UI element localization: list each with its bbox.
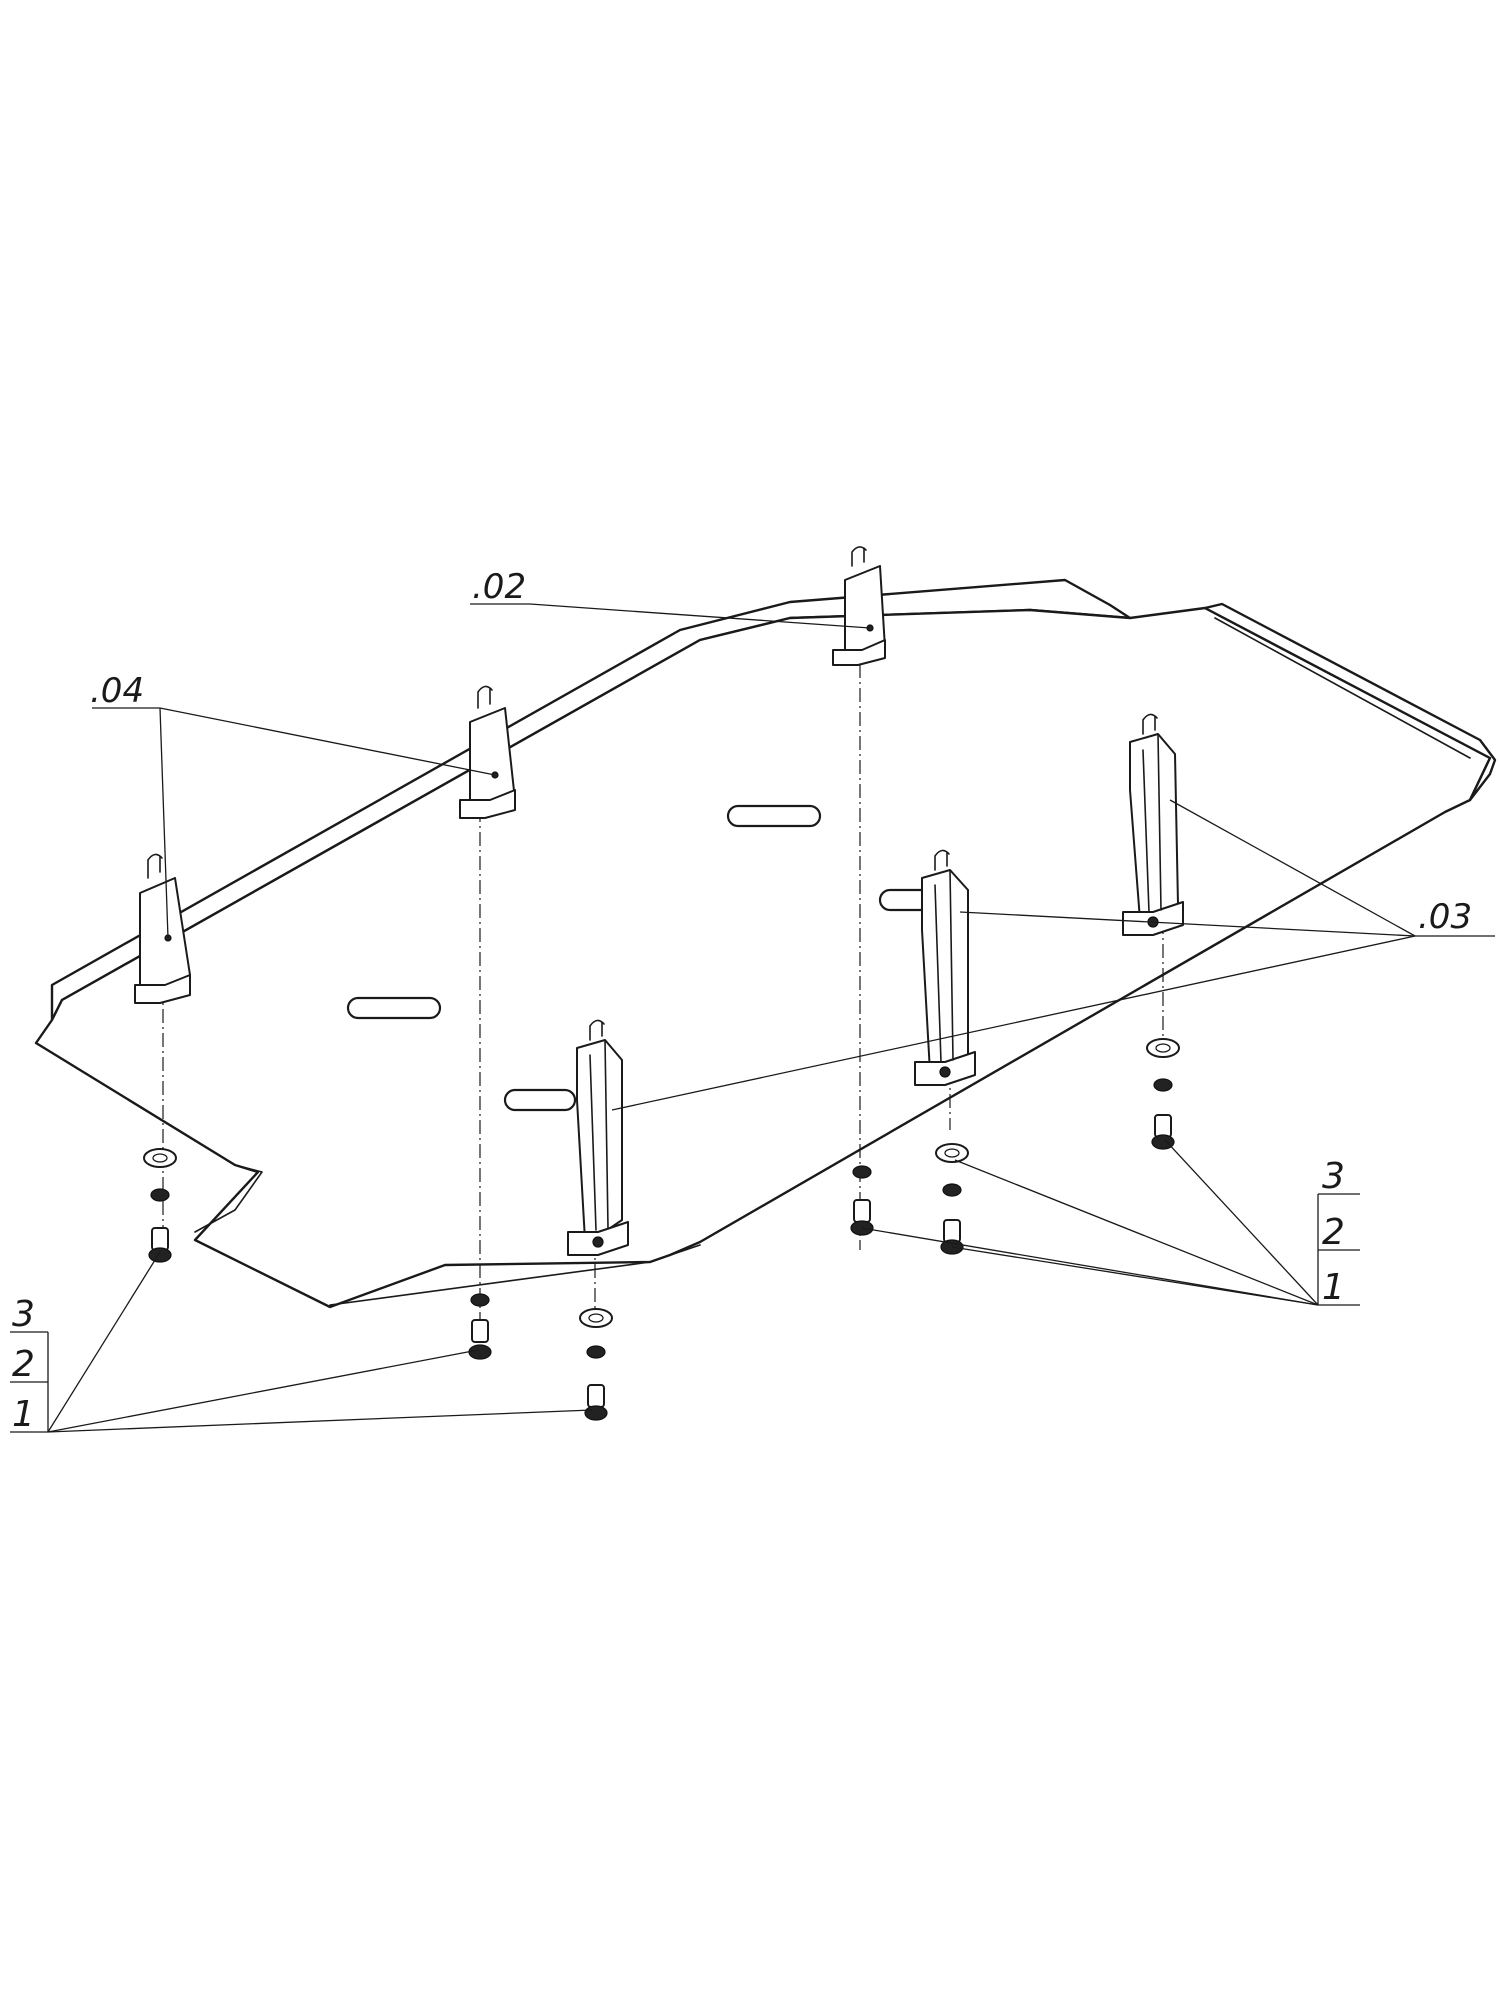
- plate-surface: [34, 606, 1492, 1309]
- right-position-1: 1: [1322, 1267, 1345, 1308]
- callout-04: .04: [90, 671, 144, 711]
- plate-notch: [194, 1164, 263, 1233]
- rear-bracket-right: [832, 546, 886, 666]
- fastener-set-mid: [468, 1293, 492, 1360]
- labels: .02 .04 .03 3 2 1 3 2 1: [12, 567, 1472, 1435]
- slot-bracket-left: [503, 1088, 577, 1112]
- tall-bracket-middle: [914, 849, 976, 1086]
- callout-02: .02: [472, 567, 526, 607]
- tall-bracket-rear: [1122, 713, 1184, 936]
- left-position-1: 1: [12, 1394, 35, 1435]
- tall-bracket-front: [567, 1019, 629, 1256]
- rear-bracket-left: [134, 853, 191, 1004]
- left-position-3: 3: [12, 1294, 35, 1335]
- fastener-set-front: [579, 1308, 613, 1421]
- plate-right-flange: [1203, 602, 1497, 802]
- slot-center: [726, 804, 822, 828]
- plate-front-edge: [329, 1244, 701, 1306]
- fastener-set-center: [935, 1143, 969, 1255]
- right-position-2: 2: [1322, 1212, 1345, 1253]
- fastener-set-center-front: [850, 1165, 874, 1236]
- rear-bracket-mid: [459, 685, 516, 819]
- fastener-set-left: [143, 1148, 177, 1263]
- callout-03: .03: [1418, 897, 1472, 937]
- left-position-2: 2: [12, 1344, 35, 1385]
- right-position-3: 3: [1322, 1156, 1345, 1197]
- fastener-set-right: [1146, 1038, 1180, 1150]
- skid-plate: [34, 578, 1497, 1309]
- slot-left: [346, 996, 442, 1020]
- leader-lines: [10, 603, 1495, 1433]
